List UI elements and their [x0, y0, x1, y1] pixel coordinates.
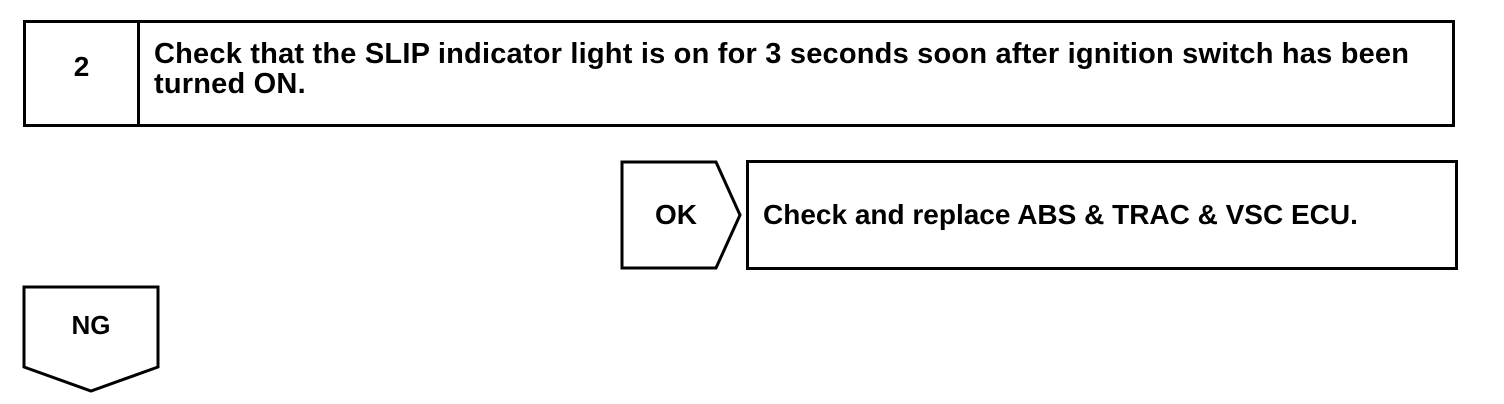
ok-arrow-shape [620, 160, 742, 270]
ok-action-text: Check and replace ABS & TRAC & VSC ECU. [763, 199, 1358, 230]
ng-label: NG [71, 309, 111, 340]
ok-label: OK [655, 199, 697, 230]
ok-action-box: Check and replace ABS & TRAC & VSC ECU. [746, 160, 1458, 270]
ng-arrow-shape [22, 285, 160, 393]
step-number: 2 [26, 23, 140, 124]
step-instruction: Check that the SLIP indicator light is o… [154, 38, 1410, 100]
step-box: 2 Check that the SLIP indicator light is… [23, 20, 1455, 127]
